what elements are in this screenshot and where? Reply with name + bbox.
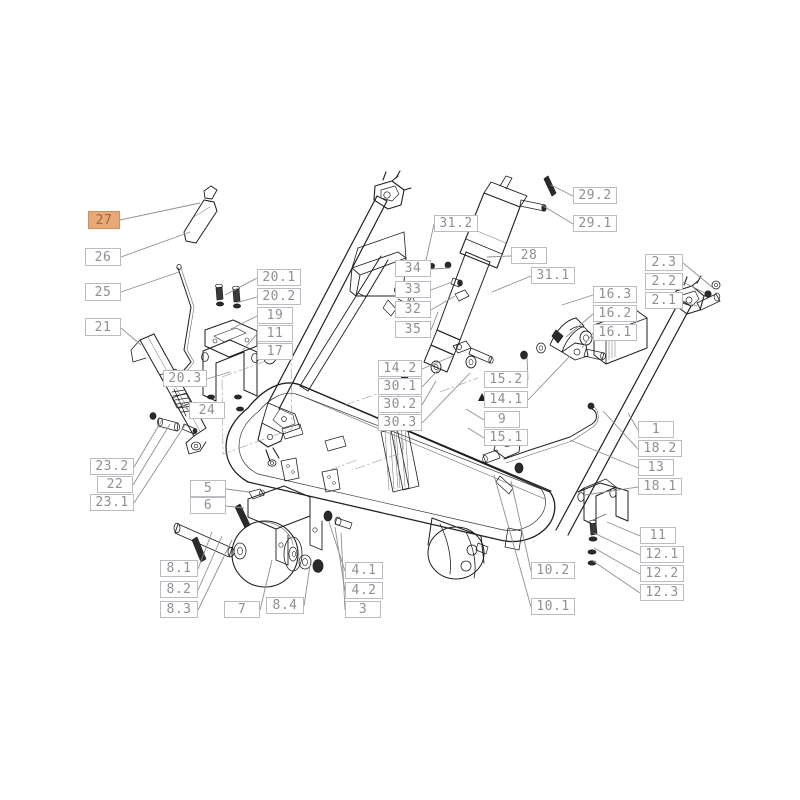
callout-10-2[interactable]: 10.2 — [531, 562, 575, 579]
callout-14-1[interactable]: 14.1 — [484, 391, 528, 408]
center-hub — [427, 517, 489, 580]
callout-3[interactable]: 3 — [345, 601, 381, 618]
callout-24[interactable]: 24 — [189, 402, 225, 419]
thin-rod-25 — [176, 263, 195, 372]
wheel-mount-bracket — [234, 485, 353, 566]
callout-26[interactable]: 26 — [85, 248, 121, 266]
callout-29-1[interactable]: 29.1 — [573, 215, 617, 232]
callout-19[interactable]: 19 — [257, 307, 293, 324]
callout-33[interactable]: 33 — [395, 281, 431, 298]
callout-22[interactable]: 22 — [97, 476, 133, 493]
callout-30-2[interactable]: 30.2 — [378, 396, 422, 413]
callout-30-3[interactable]: 30.3 — [378, 414, 422, 431]
callout-20-1[interactable]: 20.1 — [257, 269, 301, 286]
callout-23-2[interactable]: 23.2 — [90, 458, 134, 475]
callout-15-2[interactable]: 15.2 — [484, 371, 528, 388]
callout-31-1[interactable]: 31.1 — [531, 267, 575, 284]
callout-13[interactable]: 13 — [638, 459, 674, 476]
callout-5[interactable]: 5 — [190, 480, 226, 497]
callout-12-3[interactable]: 12.3 — [640, 584, 684, 601]
callout-4-1[interactable]: 4.1 — [345, 562, 383, 579]
callout-30-1[interactable]: 30.1 — [378, 378, 422, 395]
callout-32[interactable]: 32 — [395, 301, 431, 318]
callout-14-2[interactable]: 14.2 — [378, 360, 422, 377]
callout-20-3[interactable]: 20.3 — [163, 370, 207, 387]
callout-12-2[interactable]: 12.2 — [640, 565, 684, 582]
callout-8-4[interactable]: 8.4 — [266, 597, 304, 614]
tip-27 — [203, 185, 218, 200]
callout-11[interactable]: 11 — [257, 325, 293, 342]
callout-9[interactable]: 9 — [484, 411, 520, 428]
callout-2-3[interactable]: 2.3 — [645, 254, 683, 271]
callout-8-1[interactable]: 8.1 — [160, 560, 198, 577]
callout-18-2[interactable]: 18.2 — [638, 440, 682, 457]
callout-16-2[interactable]: 16.2 — [593, 305, 637, 322]
callout-11[interactable]: 11 — [640, 527, 676, 544]
callout-2-1[interactable]: 2.1 — [645, 292, 683, 309]
callout-15-1[interactable]: 15.1 — [484, 429, 528, 446]
callout-8-2[interactable]: 8.2 — [160, 581, 198, 598]
callout-17[interactable]: 17 — [257, 343, 293, 360]
callout-7[interactable]: 7 — [224, 601, 260, 618]
callout-23-1[interactable]: 23.1 — [90, 494, 134, 511]
callout-4-2[interactable]: 4.2 — [345, 582, 383, 599]
callout-1[interactable]: 1 — [638, 421, 674, 438]
callout-6[interactable]: 6 — [190, 497, 226, 514]
callout-8-3[interactable]: 8.3 — [160, 601, 198, 618]
callout-16-1[interactable]: 16.1 — [593, 324, 637, 341]
callout-31-2[interactable]: 31.2 — [434, 215, 478, 232]
callout-16-3[interactable]: 16.3 — [593, 286, 637, 303]
callout-2-2[interactable]: 2.2 — [645, 273, 683, 290]
clevis-14-2 — [452, 340, 494, 364]
callout-35[interactable]: 35 — [395, 321, 431, 338]
callout-29-2[interactable]: 29.2 — [573, 187, 617, 204]
callout-12-1[interactable]: 12.1 — [640, 546, 684, 563]
center-hinge-plate — [257, 402, 301, 467]
callout-27[interactable]: 27 — [88, 211, 120, 229]
callout-10-1[interactable]: 10.1 — [531, 598, 575, 615]
boom-arm — [267, 170, 412, 410]
callout-18-1[interactable]: 18.1 — [638, 478, 682, 495]
long-rod-13 — [503, 402, 599, 464]
callout-34[interactable]: 34 — [395, 260, 431, 277]
callout-25[interactable]: 25 — [85, 283, 121, 301]
callout-21[interactable]: 21 — [85, 318, 121, 336]
callout-20-2[interactable]: 20.2 — [257, 288, 301, 305]
callout-28[interactable]: 28 — [511, 247, 547, 264]
